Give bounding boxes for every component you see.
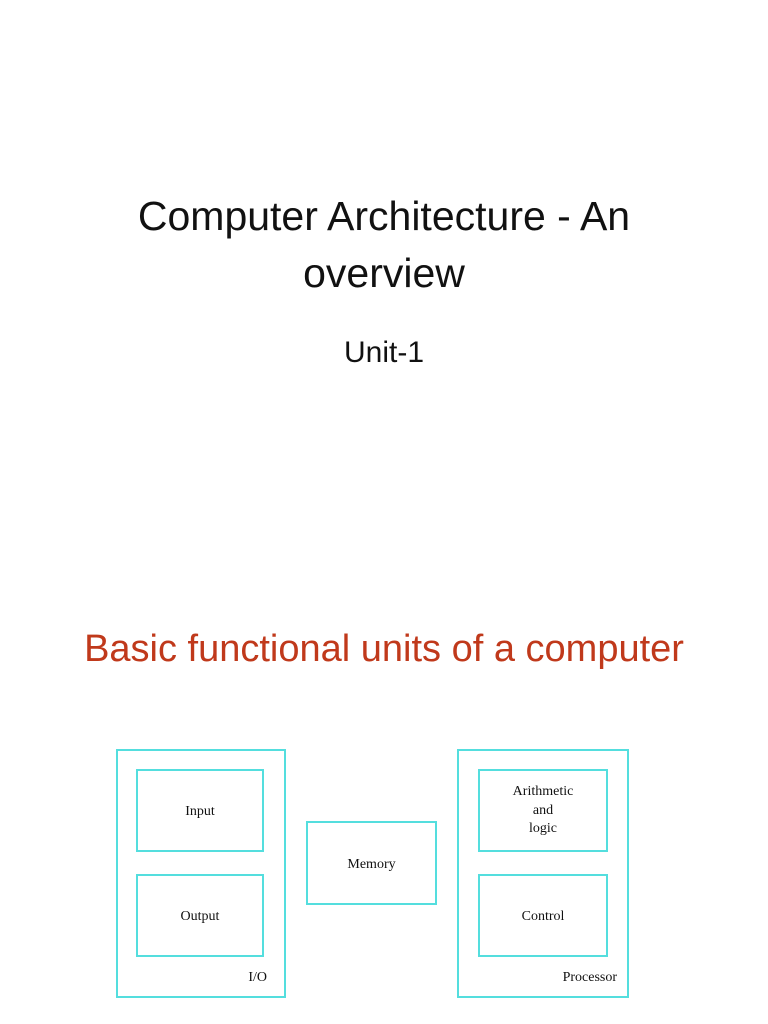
section-heading: Basic functional units of a computer xyxy=(84,628,684,670)
alu-unit-label: Arithmetic and logic xyxy=(480,783,606,839)
slide-subtitle: Unit-1 xyxy=(343,336,425,369)
input-unit-box: Input xyxy=(136,769,264,852)
memory-unit-box: Memory xyxy=(306,821,437,905)
memory-unit-label: Memory xyxy=(347,857,396,872)
io-group-label: I/O xyxy=(248,970,267,985)
processor-group-box: Processor xyxy=(457,749,629,998)
alu-label-line-2: and xyxy=(532,802,554,818)
alu-unit-box: Arithmetic and logic xyxy=(478,769,608,852)
alu-label-line-3: logic xyxy=(529,821,557,836)
processor-group-label: Processor xyxy=(562,970,617,985)
input-unit-label: Input xyxy=(185,804,215,819)
slide-title: Computer Architecture - An overview xyxy=(0,188,768,302)
control-unit-box: Control xyxy=(478,874,608,957)
io-group-box: I/O xyxy=(116,749,286,998)
output-unit-box: Output xyxy=(136,874,264,957)
alu-label-line-1: Arithmetic xyxy=(512,784,574,799)
slide-title-line-2: overview xyxy=(303,250,465,296)
output-unit-label: Output xyxy=(180,909,220,924)
control-unit-label: Control xyxy=(521,909,565,924)
slide-title-line-1: Computer Architecture - An xyxy=(137,193,631,239)
